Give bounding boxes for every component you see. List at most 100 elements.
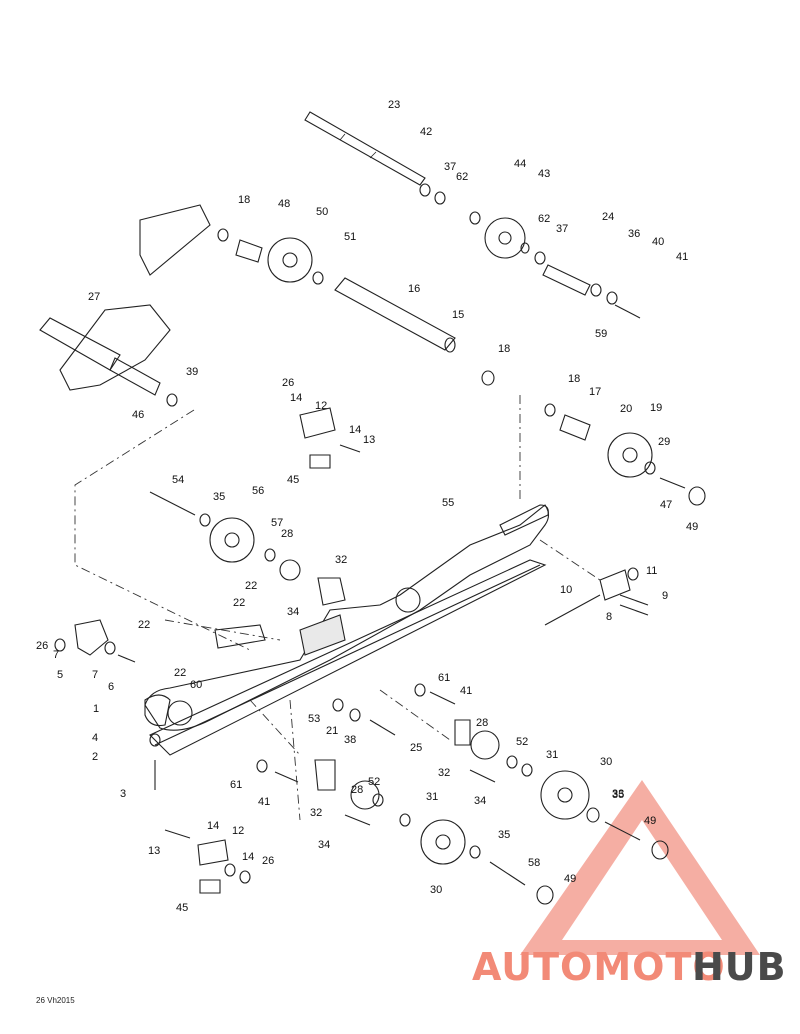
- callout-52: 52: [368, 776, 380, 788]
- callout-7: 7: [53, 649, 59, 661]
- callout-11: 11: [646, 565, 657, 577]
- callout-37: 37: [444, 161, 456, 173]
- watermark-brand-left: AUTOMOTO: [472, 945, 726, 989]
- upper-shaft: [304, 111, 426, 186]
- callout-58: 58: [528, 857, 540, 869]
- callout-14: 14: [349, 424, 361, 436]
- callout-32: 32: [438, 767, 450, 779]
- callout-12: 12: [315, 400, 327, 412]
- callout-22: 22: [174, 667, 186, 679]
- callout-21: 21: [326, 725, 338, 737]
- callout-17: 17: [589, 386, 601, 398]
- callout-26: 26: [262, 855, 274, 867]
- callout-2: 2: [92, 751, 98, 763]
- callout-45: 45: [176, 902, 188, 914]
- watermark-triangle: [520, 780, 760, 955]
- callout-18: 18: [498, 343, 510, 355]
- callout-23: 23: [388, 99, 400, 111]
- callout-54: 54: [172, 474, 184, 486]
- callout-28: 28: [281, 528, 293, 540]
- callout-61: 61: [230, 779, 242, 791]
- callout-41: 41: [460, 685, 472, 697]
- callout-26: 26: [282, 377, 294, 389]
- watermark-brand: AUTOMOTO HUB: [472, 945, 787, 989]
- callout-41: 41: [676, 251, 688, 263]
- callout-61: 61: [438, 672, 450, 684]
- callout-37: 37: [556, 223, 568, 235]
- callout-28: 28: [476, 717, 488, 729]
- callout-18: 18: [238, 194, 250, 206]
- callout-8: 8: [606, 611, 612, 623]
- callout-46: 46: [132, 409, 144, 421]
- callout-14: 14: [290, 392, 302, 404]
- callout-7: 7: [92, 669, 98, 681]
- callout-57: 57: [271, 517, 283, 529]
- callout-50: 50: [316, 206, 328, 218]
- callout-35: 35: [612, 789, 624, 801]
- callout-14: 14: [207, 820, 219, 832]
- callout-52: 52: [516, 736, 528, 748]
- callout-22: 22: [138, 619, 150, 631]
- callout-39: 39: [186, 366, 198, 378]
- callout-47: 47: [660, 499, 672, 511]
- callout-30: 30: [430, 884, 442, 896]
- callout-18: 18: [568, 373, 580, 385]
- callout-43: 43: [538, 168, 550, 180]
- callout-34: 34: [474, 795, 486, 807]
- callout-1: 1: [93, 703, 99, 715]
- hardware: [54, 183, 706, 905]
- callout-27: 27: [88, 291, 100, 303]
- callout-24: 24: [602, 211, 614, 223]
- callout-45: 45: [287, 474, 299, 486]
- callout-34: 34: [287, 606, 299, 618]
- callout-44: 44: [514, 158, 526, 170]
- callout-34: 34: [318, 839, 330, 851]
- callout-14: 14: [242, 851, 254, 863]
- main-rail: [144, 504, 550, 756]
- callout-22: 22: [245, 580, 257, 592]
- watermark-brand-right: HUB: [692, 945, 787, 989]
- callout-40: 40: [652, 236, 664, 248]
- callout-3: 3: [120, 788, 126, 800]
- middle-shaft: [334, 277, 456, 353]
- document-id: 26 Vh2015: [36, 996, 75, 1005]
- callout-60: 60: [190, 679, 202, 691]
- callout-36: 36: [628, 228, 640, 240]
- callout-53: 53: [308, 713, 320, 725]
- callout-6: 6: [108, 681, 114, 693]
- callout-28: 28: [351, 784, 363, 796]
- callout-22: 22: [233, 597, 245, 609]
- callout-38: 38: [344, 734, 356, 746]
- callout-33: 33: [612, 788, 624, 800]
- callout-31: 31: [546, 749, 558, 761]
- callout-9: 9: [662, 590, 668, 602]
- callout-56: 56: [252, 485, 264, 497]
- callout-49: 49: [686, 521, 698, 533]
- callout-49: 49: [644, 815, 656, 827]
- callout-5: 5: [57, 669, 63, 681]
- callout-32: 32: [310, 807, 322, 819]
- callout-13: 13: [148, 845, 160, 857]
- callout-26: 26: [36, 640, 48, 652]
- callout-41: 41: [258, 796, 270, 808]
- callout-20: 20: [620, 403, 632, 415]
- callout-32: 32: [335, 554, 347, 566]
- callout-16: 16: [408, 283, 420, 295]
- callout-51: 51: [344, 231, 356, 243]
- callout-13: 13: [363, 434, 375, 446]
- callout-35: 35: [213, 491, 225, 503]
- callout-62: 62: [538, 213, 550, 225]
- callout-48: 48: [278, 198, 290, 210]
- callout-29: 29: [658, 436, 670, 448]
- callout-25: 25: [410, 742, 422, 754]
- callout-35: 35: [498, 829, 510, 841]
- callout-30: 30: [600, 756, 612, 768]
- callout-59: 59: [595, 328, 607, 340]
- front-arm: [39, 204, 211, 396]
- callout-12: 12: [232, 825, 244, 837]
- callout-10: 10: [560, 584, 572, 596]
- callout-42: 42: [420, 126, 432, 138]
- callout-55: 55: [442, 497, 454, 509]
